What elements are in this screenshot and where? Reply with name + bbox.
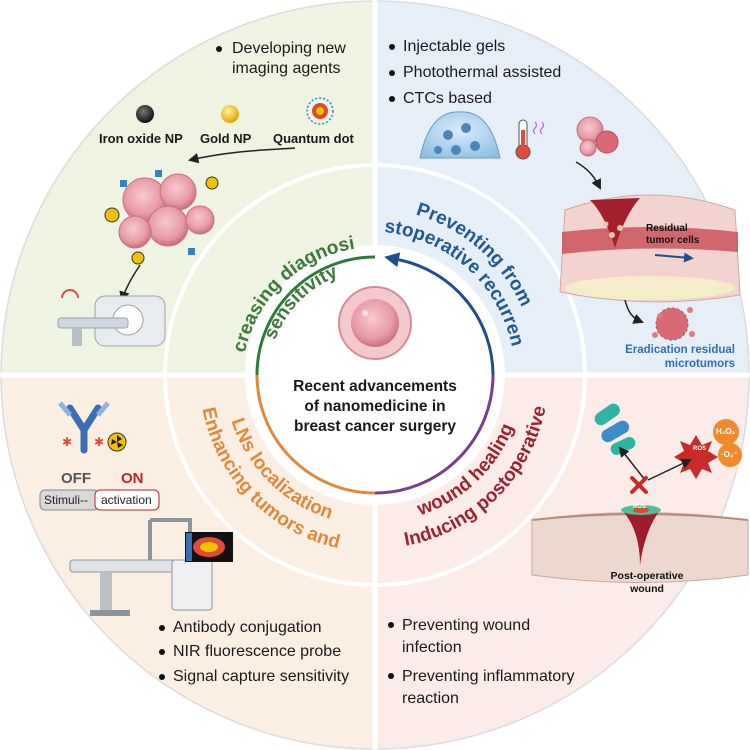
top-left-bullet-1-line-2: imaging agents xyxy=(232,60,341,77)
arrow-to-tissue xyxy=(575,161,601,190)
svg-text:✱: ✱ xyxy=(94,435,104,449)
bottom-left-bullet-2: NIR fluorescence probe xyxy=(173,643,342,660)
center-arc-purple xyxy=(374,374,495,495)
residual-tumor-label-line-1: Residual xyxy=(646,223,688,234)
bottom-left-bullet-3: Signal capture sensitivity xyxy=(173,668,350,685)
bottom-right-bullet-2-line-2: reaction xyxy=(402,690,459,707)
center-arc-green xyxy=(255,255,376,376)
bullet-dots xyxy=(159,44,395,680)
eradication-label-line-1: Eradication residual xyxy=(625,344,735,356)
h2o2-label: H₂O₂ xyxy=(716,427,736,436)
thermometer-icon xyxy=(515,119,545,160)
top-left-bullet-1-line-1: Developing new xyxy=(232,40,346,57)
on-label: ON xyxy=(121,470,144,487)
top-right-bullet-2: Photothermal assisted xyxy=(403,64,562,81)
activation-label: activation xyxy=(101,493,152,507)
antibody-probe-icon: ✱ ✱ xyxy=(58,401,127,454)
surgical-imaging-system-icon xyxy=(69,518,233,616)
ros-label-2: ROS xyxy=(633,504,647,510)
residual-tumor-label: Residual tumor cells xyxy=(646,223,699,247)
bottom-right-bullet-2: Preventing inflammatory reaction xyxy=(402,666,575,710)
ros-label-1: ROS xyxy=(693,446,707,452)
injectable-gel-icon xyxy=(419,111,501,159)
superoxide-label: ·O₂⁻ xyxy=(721,450,738,459)
label-gold-np: Gold NP xyxy=(200,131,252,146)
activation-box xyxy=(94,489,160,511)
quantum-dot-icon xyxy=(306,97,334,125)
mri-scanner-icon xyxy=(57,289,166,347)
gold-np-icon xyxy=(221,105,239,123)
stimuli-label: Stimuli-- xyxy=(44,493,88,507)
arrow-to-eradication xyxy=(624,299,644,324)
wound-label-line-1: Post-operative xyxy=(610,570,684,582)
bacteria-icon xyxy=(594,403,636,455)
eradicated-microtumor-icon xyxy=(652,307,695,341)
tissue-cross-section-icon xyxy=(559,194,741,303)
arrow-to-bacteria xyxy=(618,446,646,481)
center-arc-blue xyxy=(399,258,495,376)
wound-cross-section-icon xyxy=(531,505,749,583)
top-right-bullet-1: Injectable gels xyxy=(403,38,506,55)
label-iron-oxide-np: Iron oxide NP xyxy=(99,131,183,146)
iron-oxide-np-icon xyxy=(136,105,154,123)
arrow-np-to-cells xyxy=(187,147,296,164)
tumor-cells-cluster-icon xyxy=(104,170,219,265)
arrow-to-ros xyxy=(647,458,692,481)
top-left-bullet-1: Developing new imaging agents xyxy=(232,39,346,79)
off-label: OFF xyxy=(61,470,91,487)
center-arc-arrow xyxy=(384,252,401,268)
top-right-bullet-3: CTCs based xyxy=(403,90,492,107)
bottom-right-bullet-1-line-1: Preventing wound xyxy=(402,617,531,634)
eradication-label-line-2: microtumors xyxy=(664,358,735,370)
inner-ring-outer-edge xyxy=(163,163,587,587)
center-title: Recent advancements of nanomedicine in b… xyxy=(262,377,488,437)
bottom-right-bullet-1-line-2: infection xyxy=(402,639,462,656)
center-title-line-1: Recent advancements xyxy=(293,378,457,395)
center-title-line-3: breast cancer surgery xyxy=(294,418,456,435)
wound-label-line-2: wound xyxy=(630,583,664,595)
center-disc xyxy=(245,245,505,505)
cross-mark-icon xyxy=(630,476,648,494)
post-operative-wound-label: Post-operative wound xyxy=(607,570,687,596)
center-title-line-2: of nanomedicine in xyxy=(304,398,446,415)
bottom-right-bullet-2-line-1: Preventing inflammatory xyxy=(402,668,575,685)
center-arc-orange xyxy=(255,374,376,495)
bottom-left-bullet-1: Antibody conjugation xyxy=(173,619,322,636)
svg-text:✱: ✱ xyxy=(62,435,72,449)
eradication-label: Eradication residual microtumors xyxy=(625,343,735,371)
residual-tumor-label-line-2: tumor cells xyxy=(646,235,700,246)
bottom-right-bullet-1: Preventing wound infection xyxy=(402,615,530,659)
ctc-cells-icon xyxy=(576,116,619,157)
label-quantum-dot: Quantum dot xyxy=(273,131,354,146)
center-tumor-cell xyxy=(338,286,412,360)
